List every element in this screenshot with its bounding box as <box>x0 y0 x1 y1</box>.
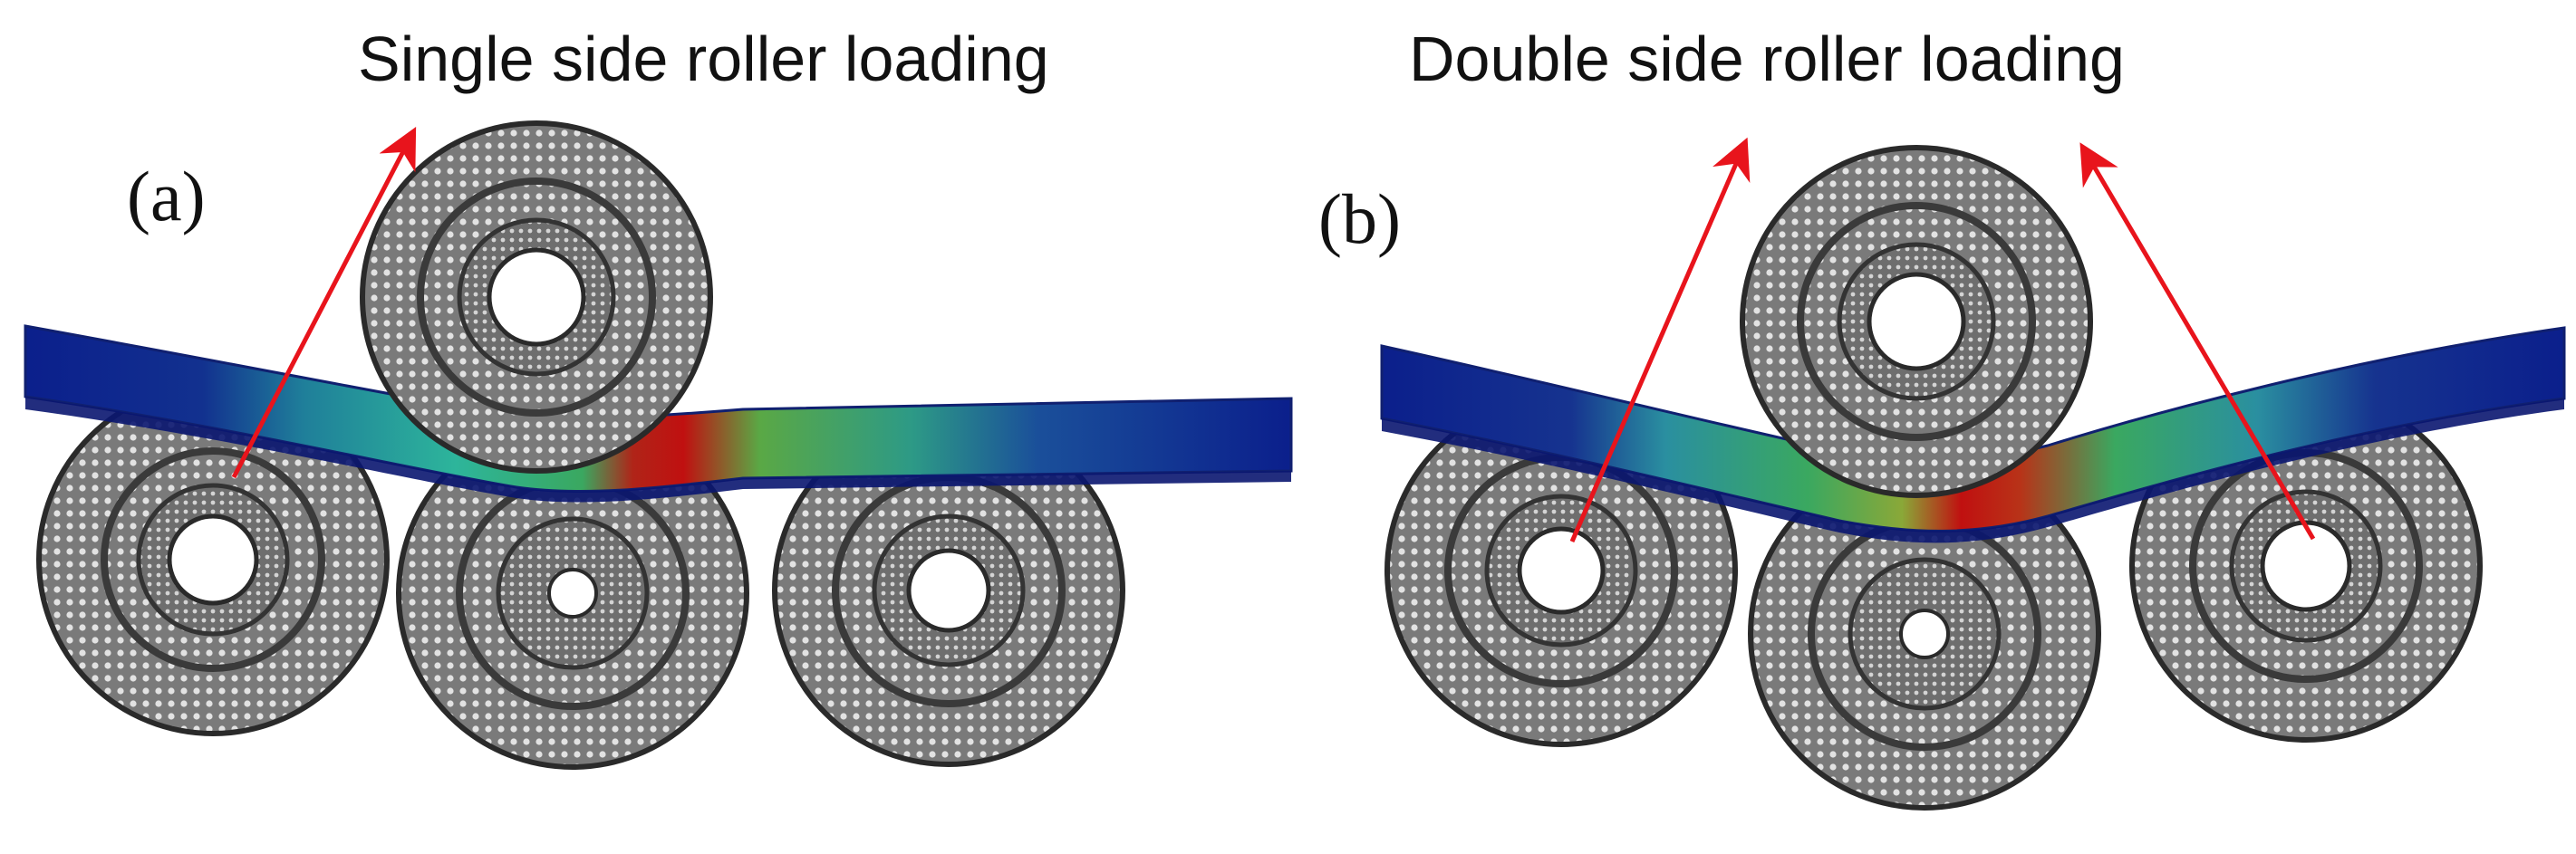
panel-b-label: (b) <box>1318 179 1401 258</box>
arrow-b-left <box>1569 137 1751 542</box>
panel-a-title: Single side roller loading <box>358 24 1049 94</box>
panel-b <box>1380 137 2566 811</box>
panel-a <box>24 120 1293 770</box>
roller-a-top <box>360 120 713 474</box>
roller-b-top <box>1740 145 2093 498</box>
arrow-a <box>231 127 417 479</box>
arrow-b-right <box>2079 142 2316 541</box>
roller-a-middle <box>396 417 749 770</box>
roller-a-left <box>36 383 390 736</box>
roller-b-middle <box>1748 457 2101 811</box>
panel-a-label: (a) <box>127 157 206 235</box>
panel-b-title: Double side roller loading <box>1409 24 2125 94</box>
